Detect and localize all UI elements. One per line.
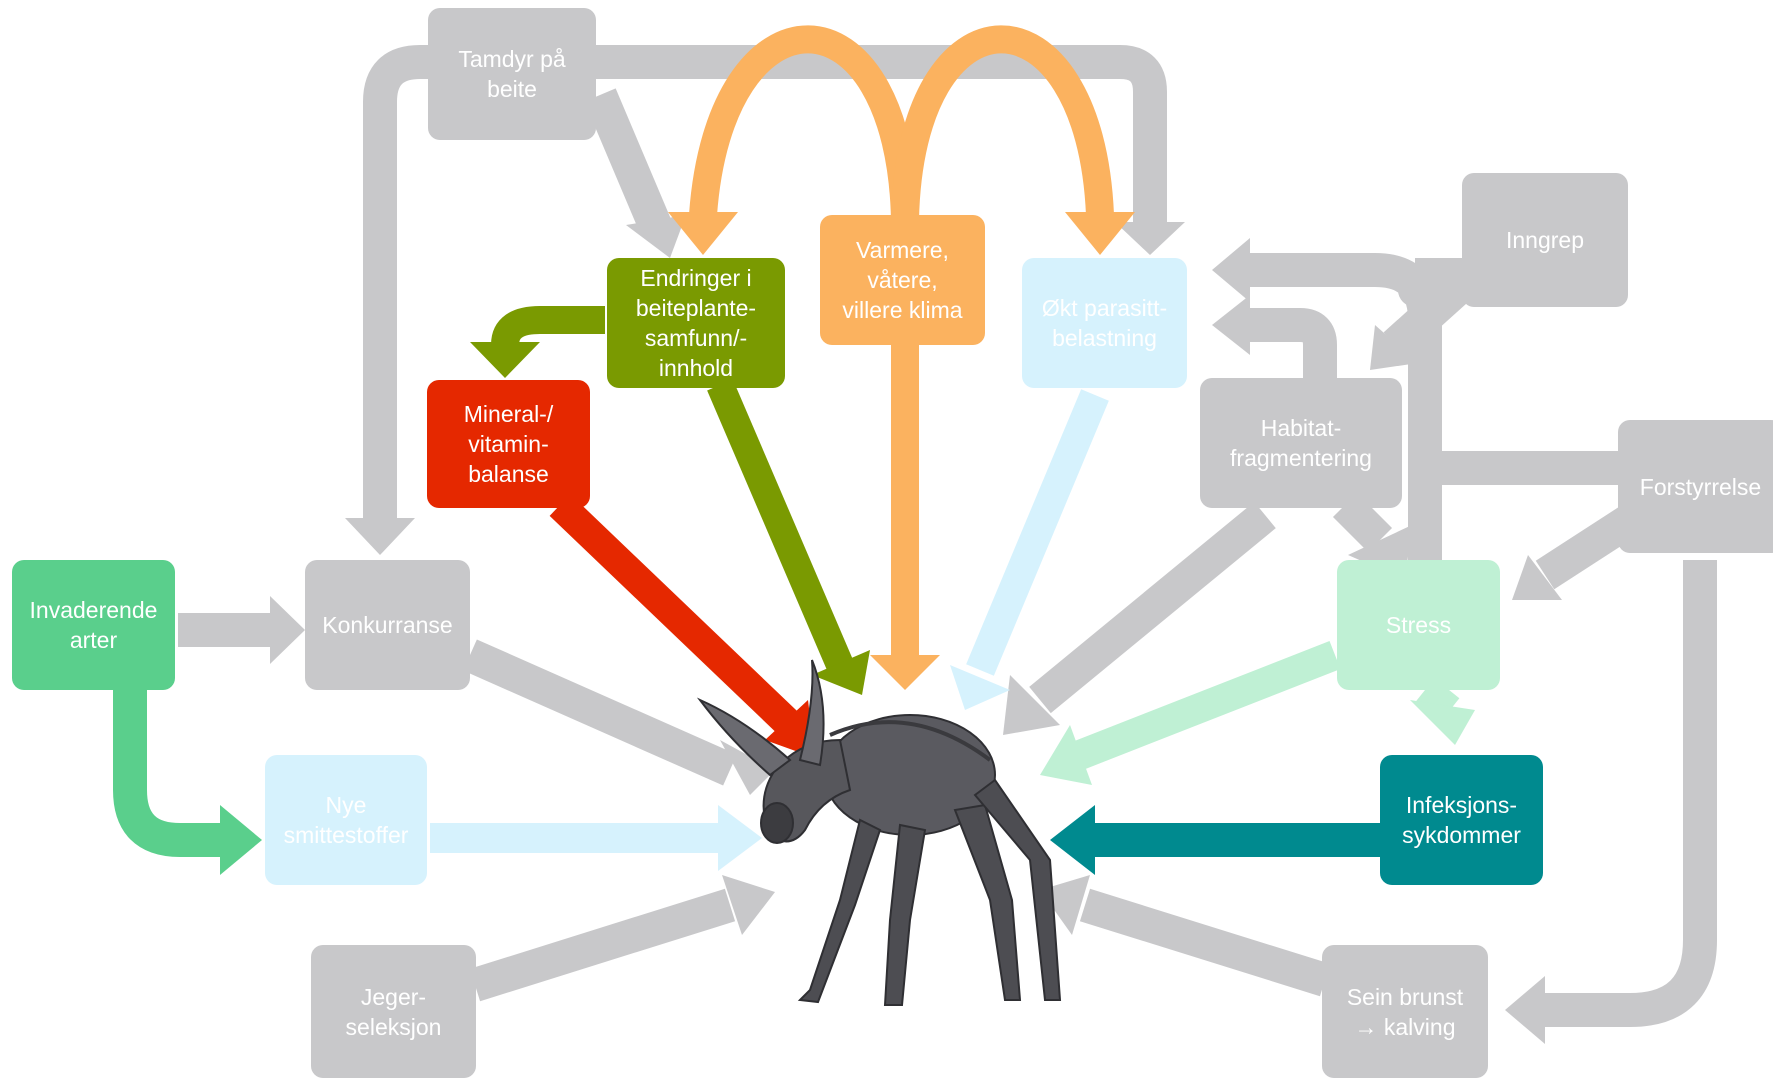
node-infeksjon-label: Infeksjons- sykdommer <box>1402 792 1521 848</box>
node-tamdyr-label: Tamdyr på beite <box>458 46 566 102</box>
node-nye: Nye smittestoffer <box>265 755 427 885</box>
node-inngrep-label: Inngrep <box>1505 227 1584 253</box>
arrow-habitat-to-calf <box>1029 501 1276 714</box>
arrow-invaderende-to-nye <box>113 690 225 857</box>
node-stress-label: Stress <box>1385 612 1452 638</box>
arrow-mineral-to-calf <box>549 494 801 736</box>
arrow-forstyrrelse-to-sein <box>1545 560 1717 1027</box>
node-inngrep: Inngrep <box>1462 173 1628 307</box>
node-konkurranse: Konkurranse <box>305 560 470 690</box>
node-jeger: Jeger- seleksjon <box>311 945 476 1078</box>
node-nye-label: Nye smittestoffer <box>283 792 409 848</box>
arrow-tamdyr-to-konkurranse <box>363 45 437 520</box>
arrow-stress-to-calf <box>1074 641 1341 769</box>
node-invaderende-label: Invaderende arter <box>29 597 158 653</box>
arrow-habitat-to-okt <box>1245 308 1337 380</box>
arrow-sein-to-calf <box>1079 888 1331 997</box>
node-tamdyr: Tamdyr på beite <box>428 8 596 140</box>
arrow-habitat-to-stress <box>1332 492 1393 553</box>
node-konkurranse-label: Konkurranse <box>322 612 453 638</box>
arrow-okt-to-calf <box>966 389 1109 676</box>
arrow-konkurranse-to-calf <box>463 639 737 786</box>
arrow-tamdyr-to-okt <box>595 45 1167 225</box>
mint-arrows <box>1040 641 1475 785</box>
green-arrows <box>113 690 262 875</box>
arrow-klima-to-okt <box>891 25 1114 221</box>
node-varmere: Varmere, våtere, villere klima <box>820 215 985 345</box>
arrow-tamdyr-to-endringer <box>584 88 671 232</box>
moose-calf-illustration <box>696 659 1062 1006</box>
node-mineral: Mineral-/ vitamin- balanse <box>427 380 590 508</box>
arrow-forstyrrelse-to-stress <box>1535 505 1640 590</box>
node-endringer-label: Endringer i beiteplante- samfunn/- innho… <box>635 265 757 381</box>
arrow-endringer-to-mineral <box>491 306 605 347</box>
node-stress: Stress <box>1337 560 1500 690</box>
node-infeksjon: Infeksjons- sykdommer <box>1380 755 1543 885</box>
light-blue-arrows <box>430 389 1109 871</box>
node-sein-label: Sein brunst → kalving <box>1346 983 1464 1040</box>
node-jeger-label: Jeger- seleksjon <box>345 983 442 1040</box>
olive-arrows <box>470 306 870 695</box>
teal-arrows <box>1050 805 1380 875</box>
red-arrows <box>549 494 815 758</box>
arrow-jeger-to-calf <box>469 888 736 1002</box>
node-mineral-label: Mineral-/ vitamin- balanse <box>463 401 554 487</box>
node-endringer: Endringer i beiteplante- samfunn/- innho… <box>607 258 785 388</box>
node-habitat: Habitat- fragmentering <box>1200 378 1402 508</box>
orange-arrows <box>668 25 1135 690</box>
arrow-endringer-to-calf <box>707 379 853 671</box>
node-varmere-label: Varmere, våtere, villere klima <box>842 237 963 323</box>
node-habitat-label: Habitat- fragmentering <box>1230 415 1372 471</box>
node-invaderende: Invaderende arter <box>12 560 175 690</box>
node-forstyrrelse: Forstyrrelse <box>1618 420 1773 553</box>
node-sein: Sein brunst → kalving <box>1322 945 1488 1078</box>
arrow-klima-to-endringer <box>689 25 919 221</box>
node-okt: Økt parasitt- belastning <box>1022 258 1187 388</box>
node-forstyrrelse-label: Forstyrrelse <box>1639 473 1762 500</box>
node-okt-label: Økt parasitt- belastning <box>1041 295 1168 351</box>
